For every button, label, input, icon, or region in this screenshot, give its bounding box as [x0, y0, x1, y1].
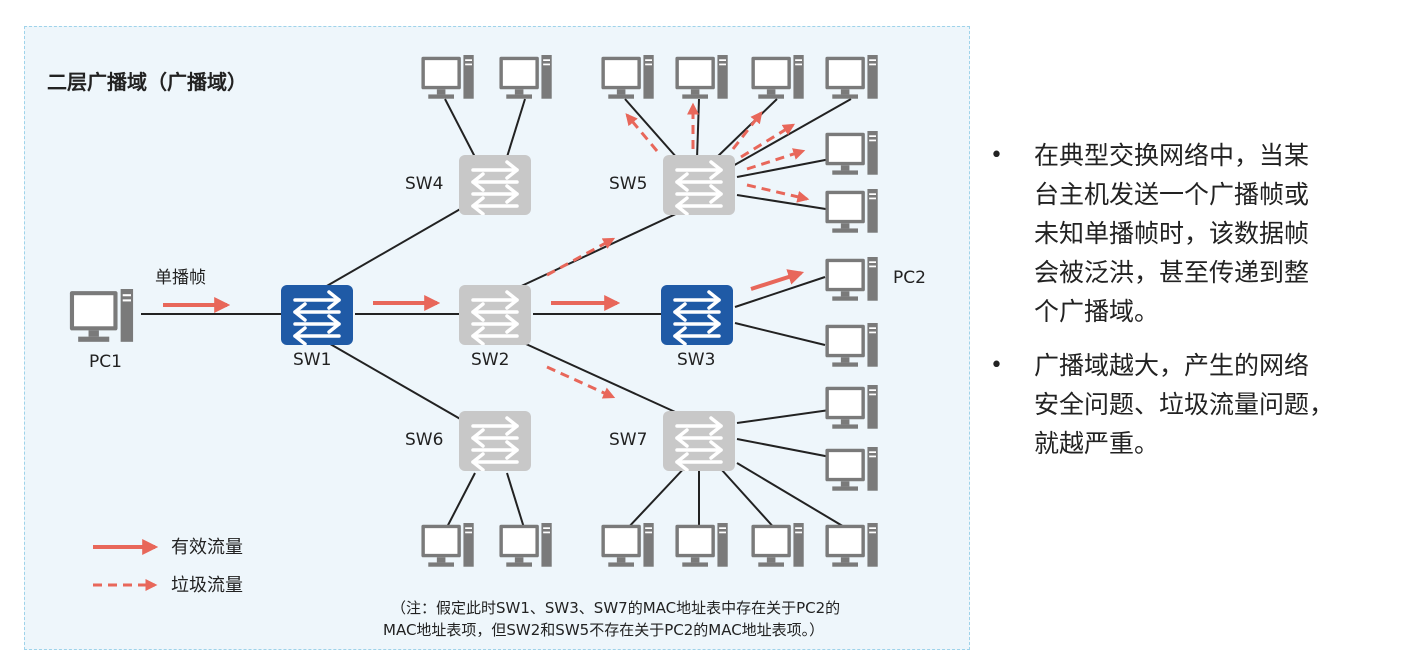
sw4-label: SW4: [405, 174, 443, 194]
pc-icon: [675, 55, 728, 99]
pc-icon: [825, 385, 878, 429]
bullet-line: 个广播域。: [1034, 297, 1160, 326]
legend-garbage-label: 垃圾流量: [171, 575, 243, 596]
note-line-1: （注：假定此时SW1、SW3、SW7的MAC地址表中存在关于PC2的: [391, 599, 840, 617]
pc-icon: [675, 523, 728, 567]
bullet-line: 台主机发送一个广播帧或: [1034, 180, 1310, 209]
bullet-line: 会被泛洪，甚至传递到整: [1034, 258, 1310, 287]
pc-icon: [421, 523, 474, 567]
pc-icon: [601, 523, 654, 567]
bullet-item: • 广播域越大，产生的网络 安全问题、垃圾流量问题， 就越严重。: [988, 346, 1408, 463]
pc2-computer-icon: [825, 257, 878, 301]
bullet-line: 广播域越大，产生的网络: [1034, 351, 1310, 380]
valid-traffic-arrows: [163, 269, 805, 313]
bullet-dot: •: [990, 143, 1003, 168]
pc-icon: [825, 55, 878, 99]
bullet-line: 未知单播帧时，该数据帧: [1034, 219, 1310, 248]
garbage-traffic-arrows: [546, 102, 810, 399]
switch-sw3: [661, 285, 733, 345]
pc-icon: [825, 523, 878, 567]
pc1-computer-icon: [69, 289, 134, 342]
pc-icon: [751, 55, 804, 99]
sw1-label: SW1: [293, 350, 331, 370]
pc2-label: PC2: [893, 268, 926, 288]
sw7-label: SW7: [609, 430, 647, 450]
legend-valid-label: 有效流量: [171, 537, 243, 558]
bullet-line: 在典型交换网络中，当某: [1034, 141, 1310, 170]
switch-sw7: [663, 411, 735, 471]
pc-icon: [825, 447, 878, 491]
pc-icon: [751, 523, 804, 567]
pc-icon: [825, 131, 878, 175]
pc-icon: [421, 55, 474, 99]
pc-icon: [825, 323, 878, 367]
switch-sw1: [281, 285, 353, 345]
bullet-line: 就越严重。: [1034, 429, 1160, 458]
legend: 有效流量 垃圾流量: [93, 537, 243, 596]
bullet-item: • 在典型交换网络中，当某 台主机发送一个广播帧或 未知单播帧时，该数据帧 会被…: [988, 136, 1408, 331]
pc1-label: PC1: [89, 352, 122, 372]
switch-sw6: [459, 411, 531, 471]
explanation-bullets: • 在典型交换网络中，当某 台主机发送一个广播帧或 未知单播帧时，该数据帧 会被…: [988, 136, 1408, 478]
bullet-dot: •: [990, 353, 1003, 378]
pc-icon: [601, 55, 654, 99]
switch-sw5: [663, 155, 735, 215]
bullet-line: 安全问题、垃圾流量问题，: [1034, 390, 1335, 419]
pc-icon: [499, 523, 552, 567]
sw6-label: SW6: [405, 430, 443, 450]
broadcast-domain-diagram: 二层广播域（广播域）: [24, 26, 970, 650]
note-line-2: MAC地址表项，但SW2和SW5不存在关于PC2的MAC地址表项。）: [383, 621, 824, 639]
sw2-label: SW2: [471, 350, 509, 370]
sw3-label: SW3: [677, 350, 715, 370]
unicast-frame-label: 单播帧: [155, 268, 206, 288]
sw5-label: SW5: [609, 174, 647, 194]
pc-icon: [499, 55, 552, 99]
switch-sw4: [459, 155, 531, 215]
diagram-title: 二层广播域（广播域）: [47, 70, 247, 94]
switch-sw2: [459, 285, 531, 345]
pc-icon: [825, 189, 878, 233]
